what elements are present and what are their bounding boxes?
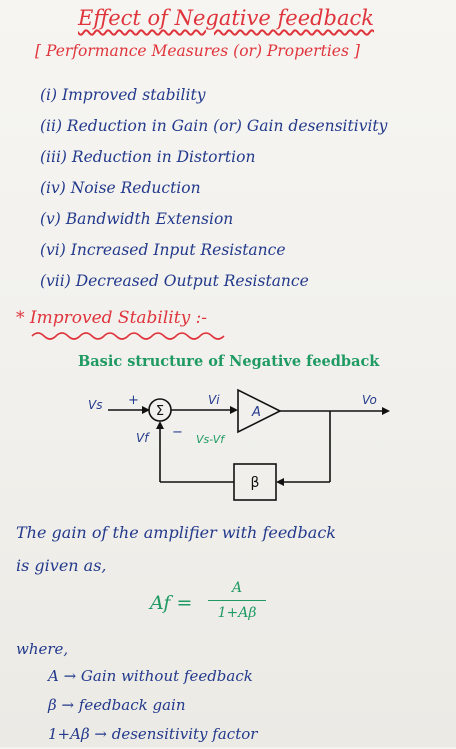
input-arrow-icon (142, 406, 150, 414)
list-item: (iv) Noise Reduction (40, 179, 201, 197)
formula-denominator: 1+Aβ (217, 605, 257, 621)
properties-list: (i) Improved stability (ii) Reduction in… (40, 80, 387, 297)
amplifier-triangle (237, 388, 282, 434)
summer-feedback-arrow-icon (156, 421, 164, 429)
formula-fraction: A 1+Aβ (208, 580, 266, 621)
definitions-list: A → Gain without feedback β → feedback g… (48, 662, 257, 749)
minus-sign: − (172, 425, 183, 440)
definition-item: A → Gain without feedback (48, 667, 253, 685)
input-label: Vs (88, 398, 102, 412)
formula-lhs: Af = (150, 592, 193, 614)
definition-item: β → feedback gain (48, 696, 186, 714)
output-label: Vo (362, 393, 377, 407)
list-item: (i) Improved stability (40, 86, 206, 104)
section-heading-text: * Improved Stability :- (16, 308, 208, 328)
heading-wavy-underline (31, 332, 225, 340)
beta-label: β (251, 475, 260, 491)
plus-sign: + (128, 393, 139, 408)
where-label: where, (16, 640, 69, 658)
beta-input-arrow-icon (276, 478, 284, 486)
diff-label: Vs-Vf (196, 433, 226, 446)
list-item: (iii) Reduction in Distortion (40, 148, 256, 166)
feedback-block-diagram: Σ A β Vs + − Vf Vi Vs-Vf Vo (88, 388, 390, 501)
list-item: (v) Bandwidth Extension (40, 210, 234, 228)
output-arrow-icon (382, 407, 390, 415)
list-item: (vii) Decreased Output Resistance (40, 272, 309, 290)
subtitle: [ Performance Measures (or) Properties ] (35, 42, 360, 60)
definition-item: 1+Aβ → desensitivity factor (48, 725, 258, 743)
gain-explanation: The gain of the amplifier with feedback … (16, 516, 336, 582)
page-title: Effect of Negative feedback (78, 6, 375, 30)
summer-symbol: Σ (156, 404, 164, 419)
list-item: (ii) Reduction in Gain (or) Gain desensi… (40, 117, 388, 135)
section-heading: * Improved Stability :- (16, 308, 207, 328)
feedback-signal-label: Vf (136, 431, 150, 445)
list-item: (vi) Increased Input Resistance (40, 241, 286, 259)
amp-input-arrow-icon (230, 406, 238, 414)
amp-label: A (251, 405, 261, 420)
body-line: The gain of the amplifier with feedback (16, 523, 336, 542)
diagram-caption: Basic structure of Negative feedback (78, 353, 380, 370)
formula-numerator: A (208, 580, 266, 601)
body-line: is given as, (16, 556, 107, 575)
vi-label: Vi (208, 393, 220, 407)
